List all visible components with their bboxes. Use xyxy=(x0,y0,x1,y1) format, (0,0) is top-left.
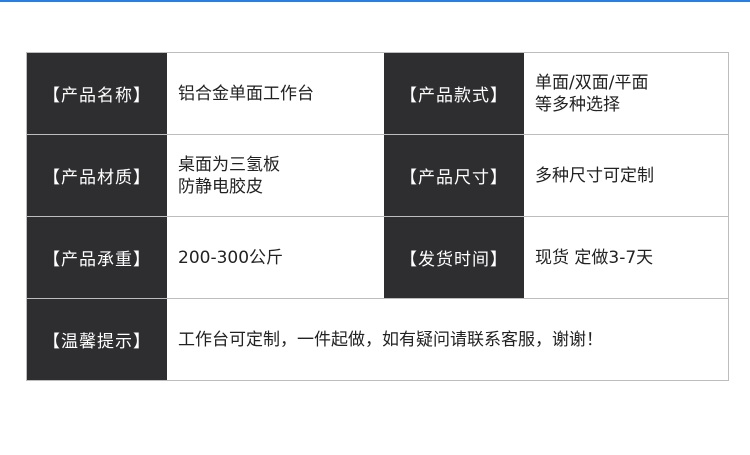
table-row: 【产品名称】 铝合金单面工作台 【产品款式】 单面/双面/平面 等多种选择 xyxy=(27,53,728,135)
spec-label-style: 【产品款式】 xyxy=(384,53,524,134)
spec-label-name: 【产品名称】 xyxy=(27,53,167,134)
spec-value-style: 单面/双面/平面 等多种选择 xyxy=(535,72,649,115)
product-spec-table: 【产品名称】 铝合金单面工作台 【产品款式】 单面/双面/平面 等多种选择 【产… xyxy=(26,52,729,381)
spec-value-size: 多种尺寸可定制 xyxy=(535,165,654,186)
spec-value-load: 200-300公斤 xyxy=(178,247,284,268)
table-row: 【产品承重】 200-300公斤 【发货时间】 现货 定做3-7天 xyxy=(27,217,728,299)
spec-value-shipping: 现货 定做3-7天 xyxy=(535,247,654,268)
spec-label-load: 【产品承重】 xyxy=(27,217,167,298)
spec-value-notice: 工作台可定制，一件起做，如有疑问请联系客服，谢谢！ xyxy=(178,329,603,350)
spec-label-size: 【产品尺寸】 xyxy=(384,135,524,216)
spec-value-material: 桌面为三氢板 防静电胶皮 xyxy=(178,154,280,197)
table-row: 【温馨提示】 工作台可定制，一件起做，如有疑问请联系客服，谢谢！ xyxy=(27,299,728,380)
spec-label-shipping: 【发货时间】 xyxy=(384,217,524,298)
spec-value-name: 铝合金单面工作台 xyxy=(178,83,314,104)
spec-label-notice: 【温馨提示】 xyxy=(27,299,167,380)
table-row: 【产品材质】 桌面为三氢板 防静电胶皮 【产品尺寸】 多种尺寸可定制 xyxy=(27,135,728,217)
spec-label-material: 【产品材质】 xyxy=(27,135,167,216)
top-accent-bar xyxy=(0,0,750,2)
